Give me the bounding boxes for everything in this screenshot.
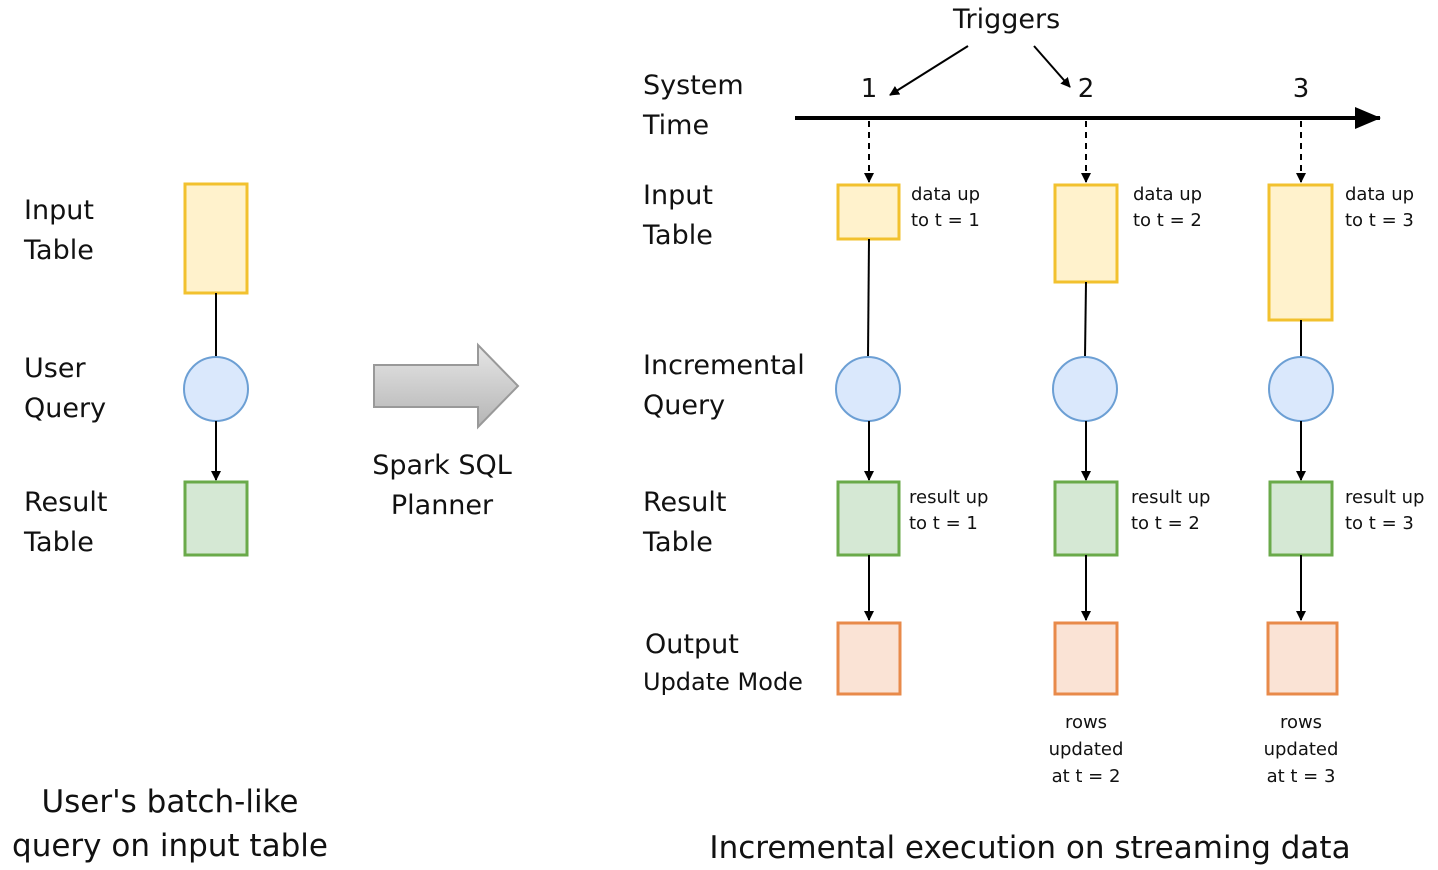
- col2-input-to-query-line: [1084, 281, 1087, 358]
- trigger-number-1: 1: [860, 74, 878, 104]
- left-input-table-label: Input Table: [24, 195, 94, 266]
- col3-query-circle: [1268, 356, 1334, 422]
- col3-output-box: [1266, 621, 1339, 696]
- left-input-table-box: [183, 182, 249, 295]
- col1-result-note: result up to t = 1: [909, 487, 989, 534]
- right-caption: Incremental execution on streaming data: [709, 830, 1351, 866]
- col3-result-note: result up to t = 3: [1345, 487, 1425, 534]
- left-caption: User's batch-like query on input table: [12, 784, 328, 864]
- left-user-query-label: User Query: [24, 353, 107, 424]
- col2-query-circle: [1052, 356, 1118, 422]
- col1-input-table-box: [836, 183, 901, 241]
- planner-label: Spark SQL Planner: [372, 450, 512, 521]
- triggers-label: Triggers: [953, 4, 1061, 35]
- col1-result-table-box: [836, 480, 901, 557]
- incremental-query-label: Incremental Query: [643, 350, 805, 421]
- planner-arrow: [373, 342, 520, 430]
- right-input-table-label: Input Table: [643, 180, 713, 251]
- col1-input-to-query-line: [867, 238, 870, 358]
- system-time-label: System Time: [643, 70, 744, 141]
- col3-data-note: data up to t = 3: [1345, 184, 1415, 231]
- col3-output-note: rows updated at t = 3: [1263, 712, 1339, 787]
- left-user-query-circle: [183, 356, 249, 422]
- col3-result-table-box: [1268, 480, 1334, 557]
- col2-input-table-box: [1053, 183, 1119, 284]
- trigger-arrow-1: [889, 45, 969, 96]
- output-label: Output: [645, 629, 739, 660]
- trigger-arrow-2: [1033, 45, 1071, 88]
- col1-output-box: [836, 621, 902, 696]
- col2-result-table-box: [1053, 480, 1119, 557]
- trigger-number-2: 2: [1077, 74, 1095, 104]
- col1-query-circle: [835, 356, 901, 422]
- output-mode-label: Update Mode: [643, 668, 803, 696]
- col2-result-note: result up to t = 2: [1131, 487, 1211, 534]
- col3-input-table-box: [1267, 183, 1334, 322]
- col2-data-note: data up to t = 2: [1133, 184, 1203, 231]
- col2-output-box: [1053, 621, 1119, 696]
- trigger-number-3: 3: [1292, 74, 1310, 104]
- col1-data-note: data up to t = 1: [911, 184, 981, 231]
- right-result-table-label: Result Table: [643, 487, 727, 558]
- left-result-table-label: Result Table: [24, 487, 108, 558]
- left-result-table-box: [183, 480, 249, 557]
- col2-output-note: rows updated at t = 2: [1048, 712, 1124, 787]
